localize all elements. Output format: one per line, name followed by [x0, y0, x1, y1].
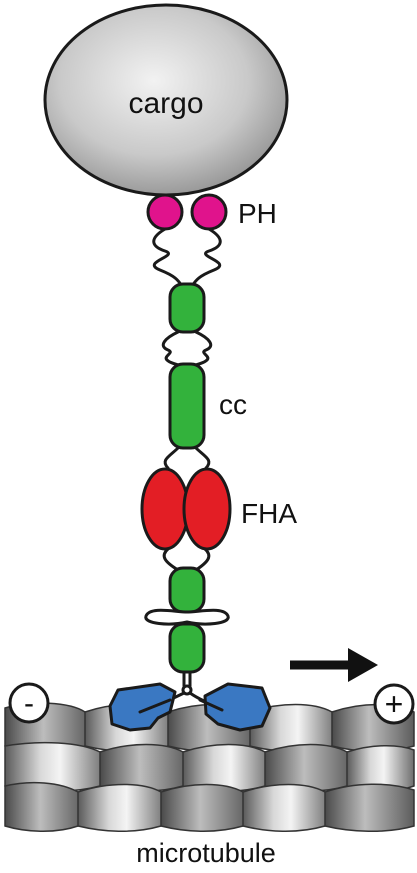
coiled-coil-segment-cc — [170, 364, 204, 448]
linker-upper — [154, 229, 221, 286]
plus-end-marker: + — [375, 685, 413, 723]
linker-fha-top — [165, 448, 209, 468]
microtubule-label: microtubule — [136, 838, 276, 868]
fha-label: FHA — [241, 498, 297, 529]
ph-domain-left — [148, 195, 182, 229]
coiled-coil-segment-1 — [170, 284, 204, 332]
ph-domain-right — [192, 195, 226, 229]
plus-label: + — [385, 686, 404, 722]
coiled-coil-segment-3 — [170, 568, 204, 612]
neck-hinge — [146, 610, 228, 624]
minus-label: - — [24, 687, 34, 720]
fha-domains: FHA — [142, 469, 297, 549]
linker-middle — [163, 332, 210, 366]
fha-domain-right — [184, 469, 230, 549]
minus-end-marker: - — [10, 684, 48, 722]
microtubule — [5, 703, 414, 831]
ph-domains: PH — [148, 195, 277, 229]
right-arrow-icon — [290, 648, 378, 682]
cargo-label: cargo — [128, 87, 203, 120]
ph-label: PH — [238, 198, 277, 229]
cc-label: cc — [219, 389, 247, 420]
coiled-coil-segment-4 — [170, 624, 204, 672]
cargo: cargo — [45, 5, 287, 195]
fha-domain-left — [142, 469, 188, 549]
